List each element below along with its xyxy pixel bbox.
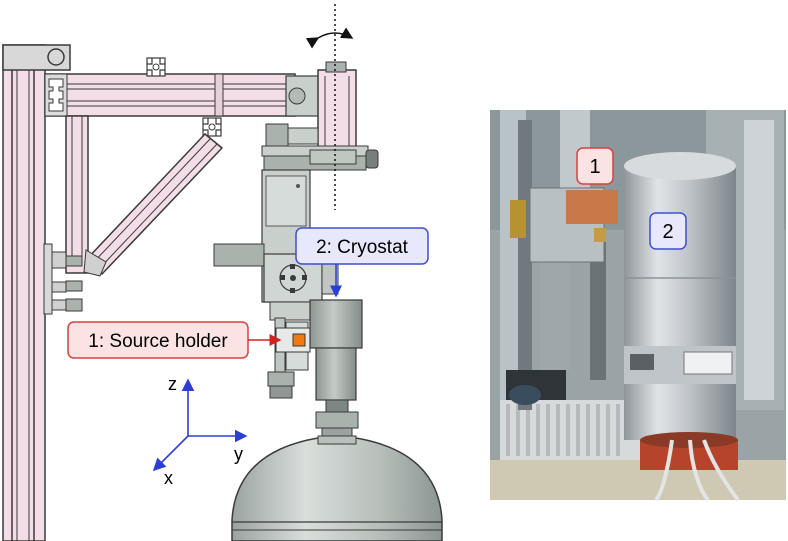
- source-holder-mechanics: [267, 301, 311, 399]
- z-axis-label: z: [168, 374, 177, 394]
- profile-cross-section-diagonal: [202, 117, 222, 137]
- photo-badge-1: 1: [576, 147, 614, 185]
- cryostat-label: 2: Cryostat: [316, 237, 409, 258]
- coordinate-axes: z y x: [152, 374, 248, 488]
- source-holder-label: 1: Source holder: [88, 331, 228, 352]
- x-axis-arrow: [152, 435, 189, 472]
- cryostat-model: [309, 299, 363, 439]
- vertical-frame-post: [2, 44, 71, 541]
- photo-cryostat-base: [640, 432, 740, 502]
- wall-clamp: [43, 243, 83, 315]
- diagonal-brace: [83, 132, 224, 277]
- x-axis-label: x: [164, 468, 173, 488]
- callout-cryostat: 2: Cryostat: [295, 227, 429, 298]
- profile-cross-section-top: [146, 57, 166, 77]
- cad-rendering: 1: Source holder 2: Cryostat z y x: [2, 4, 443, 541]
- callout-source-holder: 1: Source holder: [67, 321, 282, 359]
- photo-holder-mechanism: [506, 187, 618, 405]
- y-axis-label: y: [234, 444, 243, 464]
- photo-badge-2: 2: [649, 212, 687, 250]
- badge-1-label: 1: [589, 156, 600, 178]
- photo-cryostat: [624, 152, 736, 440]
- rotation-stage: [261, 61, 379, 171]
- horizontal-frame-beam: [44, 73, 296, 117]
- rotation-axis: [305, 4, 354, 210]
- vertical-strut: [65, 115, 89, 274]
- source-orange-marker: [292, 333, 306, 347]
- photograph: 1 2: [490, 110, 786, 502]
- dewar-dome: [231, 435, 443, 541]
- badge-2-label: 2: [662, 221, 673, 243]
